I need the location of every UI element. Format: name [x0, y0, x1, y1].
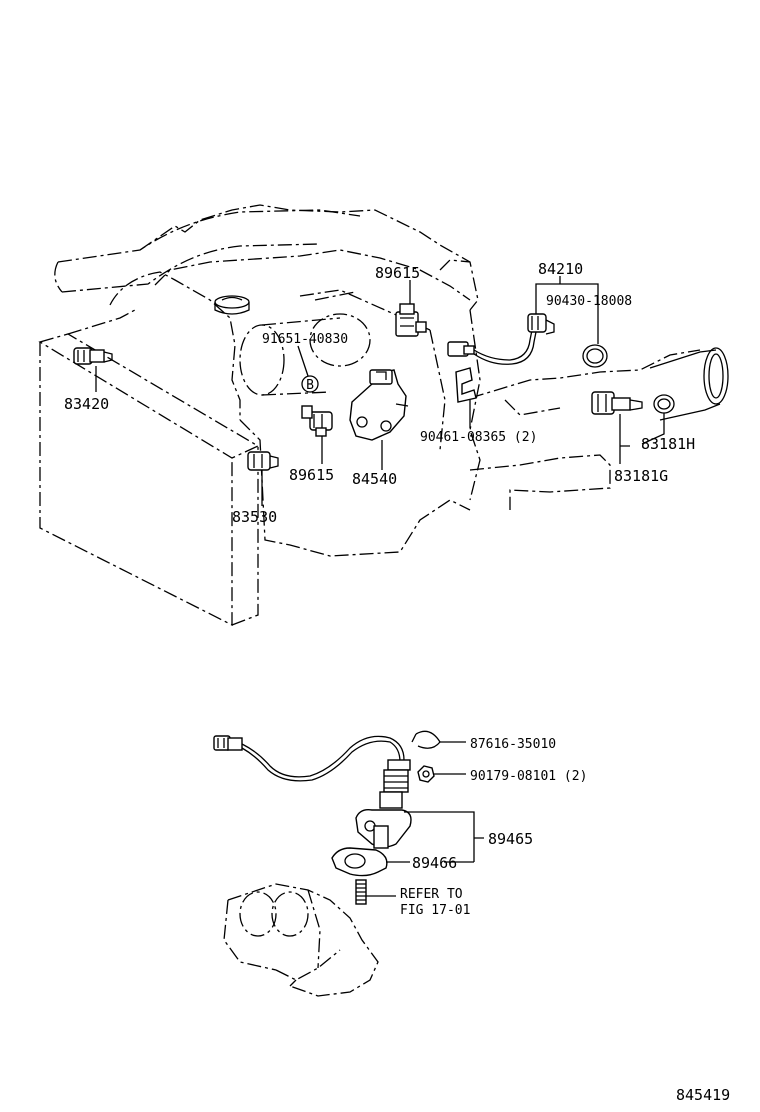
part-84540-valve — [349, 369, 409, 441]
label-83420: 83420 — [64, 395, 109, 413]
callout-b-text: B — [306, 378, 314, 393]
label-90461-08365: 90461-08365 (2) — [420, 430, 537, 445]
part-83181G-sensor — [591, 391, 643, 415]
label-84210: 84210 — [538, 260, 583, 278]
label-87616-35010: 87616-35010 — [470, 737, 556, 752]
leader-lines-bottom — [366, 741, 484, 897]
label-89615-lower: 89615 — [289, 466, 334, 484]
label-fig-17-01: FIG 17-01 — [400, 903, 470, 918]
label-89465: 89465 — [488, 830, 533, 848]
label-83181H: 83181H — [641, 435, 695, 453]
part-90461-clip — [455, 367, 477, 403]
label-90430-18008: 90430-18008 — [546, 294, 632, 309]
label-89466: 89466 — [412, 854, 457, 872]
part-84210-sensor — [447, 313, 555, 365]
label-83530: 83530 — [232, 508, 277, 526]
part-stud — [355, 879, 367, 905]
part-89615-lower-sensor — [301, 405, 333, 437]
label-89615-top: 89615 — [375, 264, 420, 282]
part-89466-gasket — [331, 847, 388, 877]
label-84540: 84540 — [352, 470, 397, 488]
part-83181H-gasket — [653, 394, 675, 414]
label-91651-40830: 91651-40830 — [262, 332, 348, 347]
figure-number: 845419 — [676, 1086, 730, 1104]
label-90179-08101: 90179-08101 (2) — [470, 769, 587, 784]
part-89465-oxygen-sensor — [213, 735, 412, 849]
part-83530-switch — [247, 451, 279, 471]
part-90179-nut — [417, 765, 435, 783]
part-83420-sensor — [73, 347, 113, 365]
part-87616-clip — [411, 730, 441, 749]
callout-b — [301, 375, 319, 393]
label-83181G: 83181G — [614, 467, 668, 485]
part-89615-top-sensor — [395, 303, 427, 337]
radiator — [38, 309, 260, 627]
leader-lines-top — [95, 276, 665, 506]
label-refer-to: REFER TO — [400, 887, 463, 902]
part-90430-gasket — [582, 344, 608, 368]
exhaust-manifold — [223, 883, 379, 997]
